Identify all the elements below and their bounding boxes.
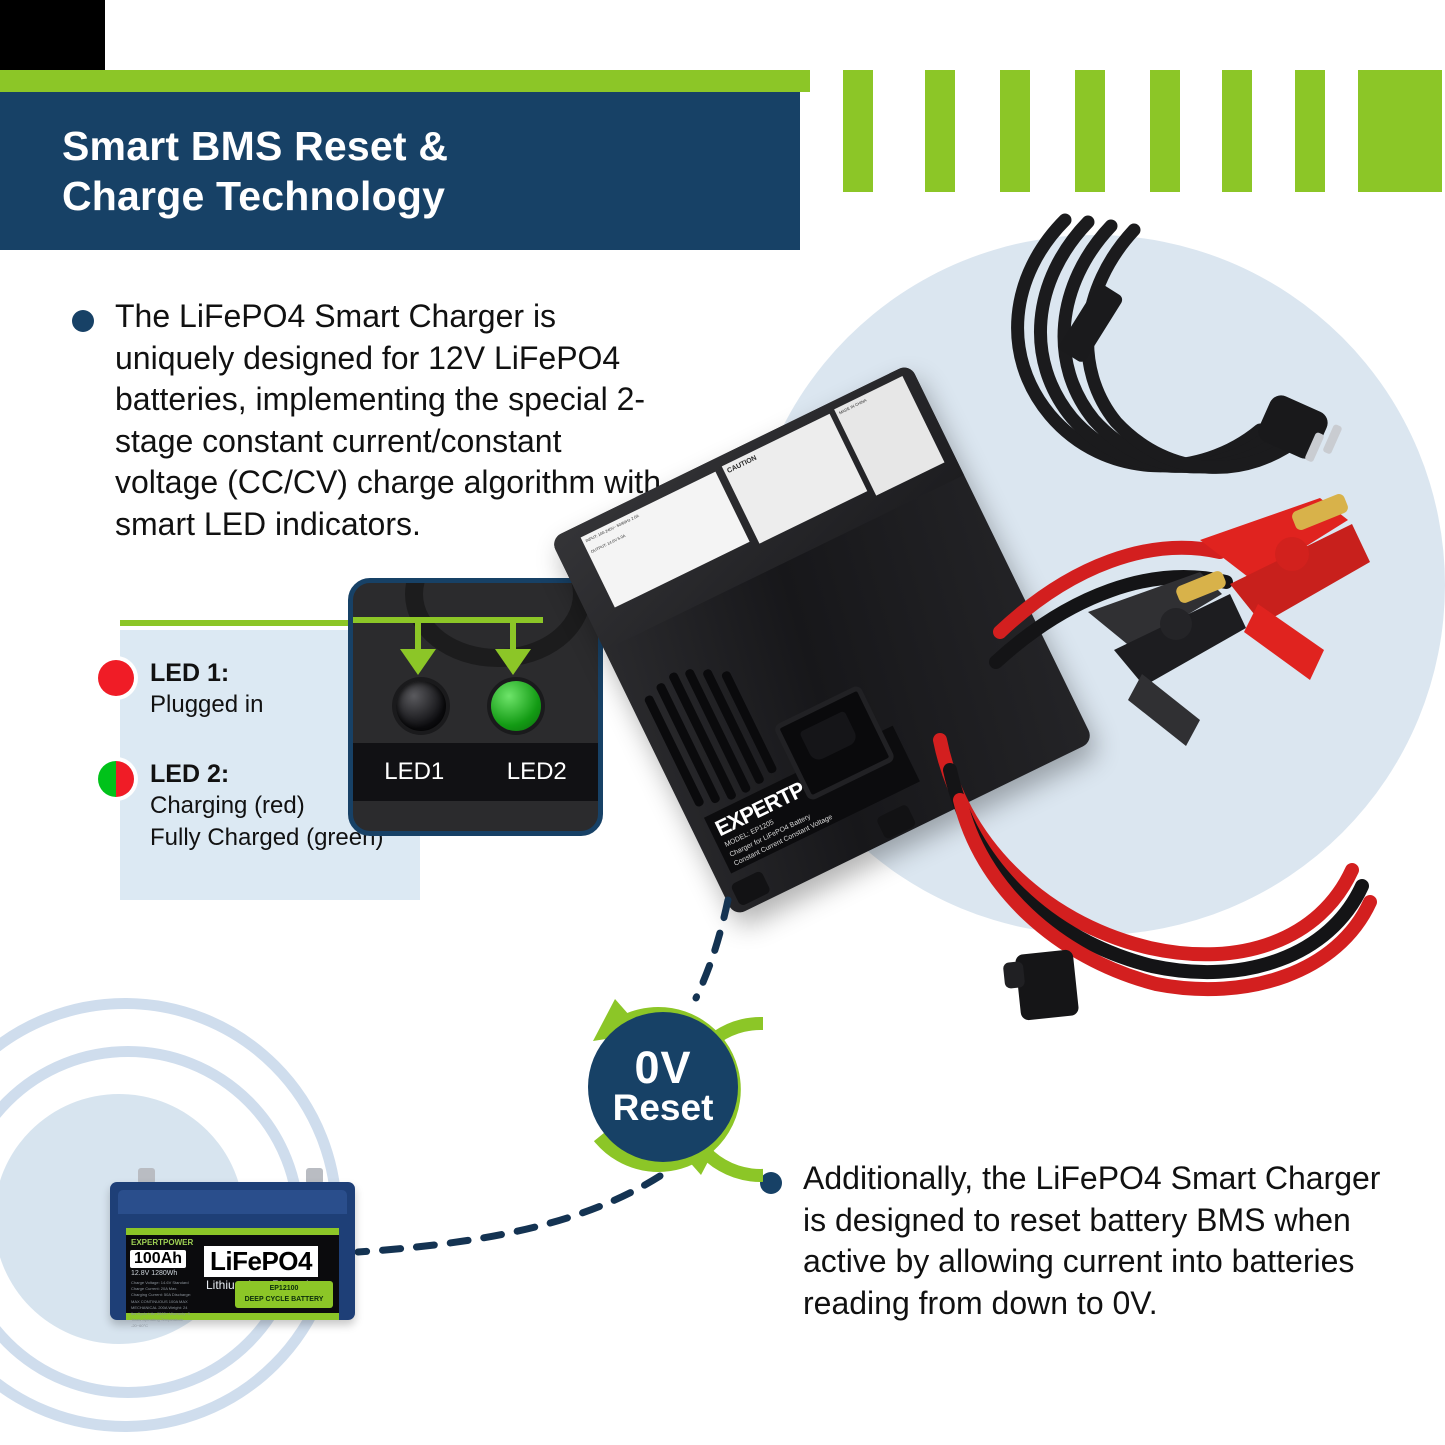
decor-tick-4: [1075, 70, 1105, 192]
decor-tick-8: [1358, 70, 1442, 192]
led1-title: LED 1:: [150, 659, 230, 687]
red-alligator-clip: [1200, 494, 1370, 680]
decor-tick-6: [1222, 70, 1252, 192]
charger-input-text: INPUT: 100-240V~ 50/60Hz 2.0A: [584, 513, 640, 544]
battery-top-cover: [118, 1190, 347, 1214]
bullet-marker-icon: [760, 1172, 782, 1194]
battery-spec-text: Charge Voltage: 14.6V Standard Charge Cu…: [131, 1280, 192, 1329]
battery-model-text: EP12100: [269, 1285, 299, 1292]
reset-badge-value: 0V: [634, 1041, 692, 1093]
battery-case: EXPERTPOWER 100Ah 12.8V 1280Wh Charge Vo…: [110, 1182, 355, 1328]
led-closeup-inset: LED1 LED2: [348, 578, 603, 836]
led2-state-line2: Fully Charged (green): [150, 823, 384, 851]
flow-connector-dashed: [354, 896, 732, 1256]
legend-connector-line: [120, 620, 370, 626]
decor-tick-5: [1150, 70, 1180, 192]
ac-plug: [1258, 395, 1342, 462]
led2-lamp: [491, 681, 541, 731]
battery-voltage-energy-text: 12.8V 1280Wh: [131, 1270, 178, 1277]
charger-caution-title: CAUTION: [726, 454, 758, 475]
page-title-bar: Smart BMS Reset & Charge Technology: [0, 92, 800, 250]
led2-indicator-icon: [98, 760, 134, 797]
charger-spec-label: INPUT: 100-240V~ 50/60Hz 2.0A OUTPUT: 14…: [580, 471, 750, 608]
bullet-charger-design-text: The LiFePO4 Smart Charger is uniquely de…: [115, 298, 661, 542]
page-title-line1: Smart BMS Reset &: [62, 122, 449, 169]
battery-model-badge: EP12100 DEEP CYCLE BATTERY: [235, 1281, 333, 1308]
led1-caption: LED1: [384, 758, 445, 785]
charger-output-text: OUTPUT: 14.6V 5.0A: [589, 532, 627, 555]
black-corner-accent: [0, 0, 105, 70]
led2-state-line1: Charging (red): [150, 792, 305, 820]
arrow-rail: [353, 617, 543, 623]
decor-tick-2: [925, 70, 955, 192]
reset-badge-word: Reset: [612, 1087, 714, 1129]
inline-fuse-holder: [1003, 949, 1079, 1021]
page-title: Smart BMS Reset & Charge Technology: [0, 121, 448, 221]
arrow-stem-led2: [510, 617, 516, 651]
black-alligator-clip: [1088, 571, 1246, 746]
arrow-head-led1-icon: [400, 649, 436, 675]
led-legend-list: LED 1: Plugged in LED 2: Charging (red) …: [98, 658, 428, 892]
battery-product-image: EXPERTPOWER 100Ah 12.8V 1280Wh Charge Vo…: [110, 1168, 355, 1328]
led-legend-item-2: LED 2: Charging (red) Fully Charged (gre…: [98, 759, 428, 854]
battery-terminal-negative: [138, 1168, 155, 1184]
battery-brand-text: EXPERTPOWER: [131, 1238, 194, 1247]
led2-title: LED 2:: [150, 759, 230, 788]
decor-tick-3: [1000, 70, 1030, 192]
decor-tick-7: [1295, 70, 1325, 192]
led-label-strip: LED1 LED2: [353, 743, 598, 801]
battery-label-bar-top: [126, 1228, 339, 1235]
led-legend-item-1: LED 1: Plugged in: [98, 658, 428, 721]
led1-indicator-icon: [98, 660, 134, 696]
decor-tick-1: [843, 70, 873, 192]
zero-volt-reset-badge: 0V Reset: [588, 1012, 738, 1162]
bullet-bms-reset: Additionally, the LiFePO4 Smart Charger …: [760, 1158, 1400, 1324]
battery-capacity-text: 100Ah: [130, 1250, 187, 1268]
accessory-cables: [933, 213, 1377, 1021]
arrow-head-led2-icon: [495, 649, 531, 675]
battery-lead-cables: [933, 540, 1377, 997]
bullet-charger-design: The LiFePO4 Smart Charger is uniquely de…: [72, 296, 672, 546]
page-title-line2: Charge Technology: [62, 173, 446, 219]
led1-state-line1: Plugged in: [150, 691, 264, 719]
battery-front-label: EXPERTPOWER 100Ah 12.8V 1280Wh Charge Vo…: [126, 1228, 339, 1328]
arrow-stem-led1: [415, 617, 421, 651]
velcro-cable-strap: [1059, 284, 1123, 362]
led2-caption: LED2: [506, 758, 567, 785]
battery-terminal-positive: [306, 1168, 323, 1184]
battery-model-sub-text: DEEP CYCLE BATTERY: [244, 1295, 324, 1303]
bullet-marker-icon: [72, 310, 94, 332]
led1-lamp: [396, 681, 446, 731]
battery-label-bar-bottom: [126, 1313, 339, 1320]
bullet-bms-reset-text: Additionally, the LiFePO4 Smart Charger …: [803, 1160, 1381, 1321]
green-accent-stripe: [0, 70, 810, 92]
battery-chemistry-title: LiFePO4: [204, 1246, 318, 1277]
